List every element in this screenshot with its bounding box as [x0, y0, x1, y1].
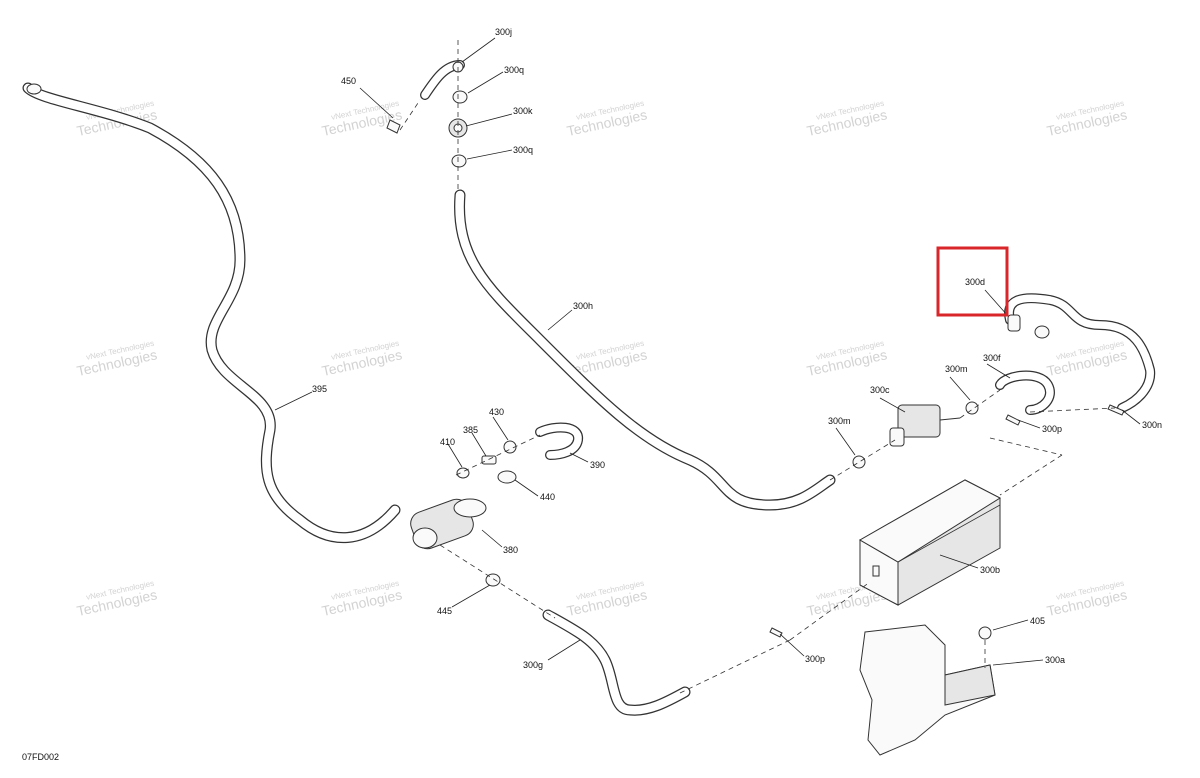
- label-300p-bottom: 300p: [805, 654, 825, 664]
- label-300a: 300a: [1045, 655, 1065, 665]
- label-450: 450: [341, 76, 356, 86]
- label-440: 440: [540, 492, 555, 502]
- label-395: 395: [312, 384, 327, 394]
- leader-lines: [274, 37, 1141, 666]
- label-300h: 300h: [573, 301, 593, 311]
- label-390: 390: [590, 460, 605, 470]
- label-300p-right: 300p: [1042, 424, 1062, 434]
- label-300f: 300f: [983, 353, 1001, 363]
- label-300q-bottom: 300q: [513, 145, 533, 155]
- label-300j: 300j: [495, 27, 512, 37]
- label-300m-left: 300m: [828, 416, 851, 426]
- figure-code: 07FD002: [22, 752, 60, 762]
- part-labels: 300j 300q 300k 300q 450 300h 395 430 385…: [312, 27, 1162, 670]
- label-405: 405: [1030, 616, 1045, 626]
- label-300d: 300d: [965, 277, 985, 287]
- dashed-lines: [399, 40, 1116, 694]
- hose-300h: [454, 189, 836, 511]
- label-410: 410: [440, 437, 455, 447]
- label-300c: 300c: [870, 385, 890, 395]
- parts-small: [386, 90, 1125, 638]
- label-385: 385: [463, 425, 478, 435]
- label-430: 430: [489, 407, 504, 417]
- label-445: 445: [437, 606, 452, 616]
- hose-300j: [420, 60, 465, 100]
- hose-300d: [1004, 293, 1156, 413]
- canister-300b: [858, 479, 1002, 606]
- label-300n: 300n: [1142, 420, 1162, 430]
- label-300g: 300g: [523, 660, 543, 670]
- hose-300f: [995, 370, 1055, 415]
- label-300q-top: 300q: [504, 65, 524, 75]
- highlight-box-300d: [936, 246, 1009, 317]
- label-300k: 300k: [513, 106, 533, 116]
- label-300m-right: 300m: [945, 364, 968, 374]
- hose-390: [535, 422, 583, 460]
- label-300b: 300b: [980, 565, 1000, 575]
- bracket-300a: [859, 624, 996, 756]
- hose-395: [22, 82, 401, 544]
- label-380: 380: [503, 545, 518, 555]
- hose-300g: [542, 609, 691, 716]
